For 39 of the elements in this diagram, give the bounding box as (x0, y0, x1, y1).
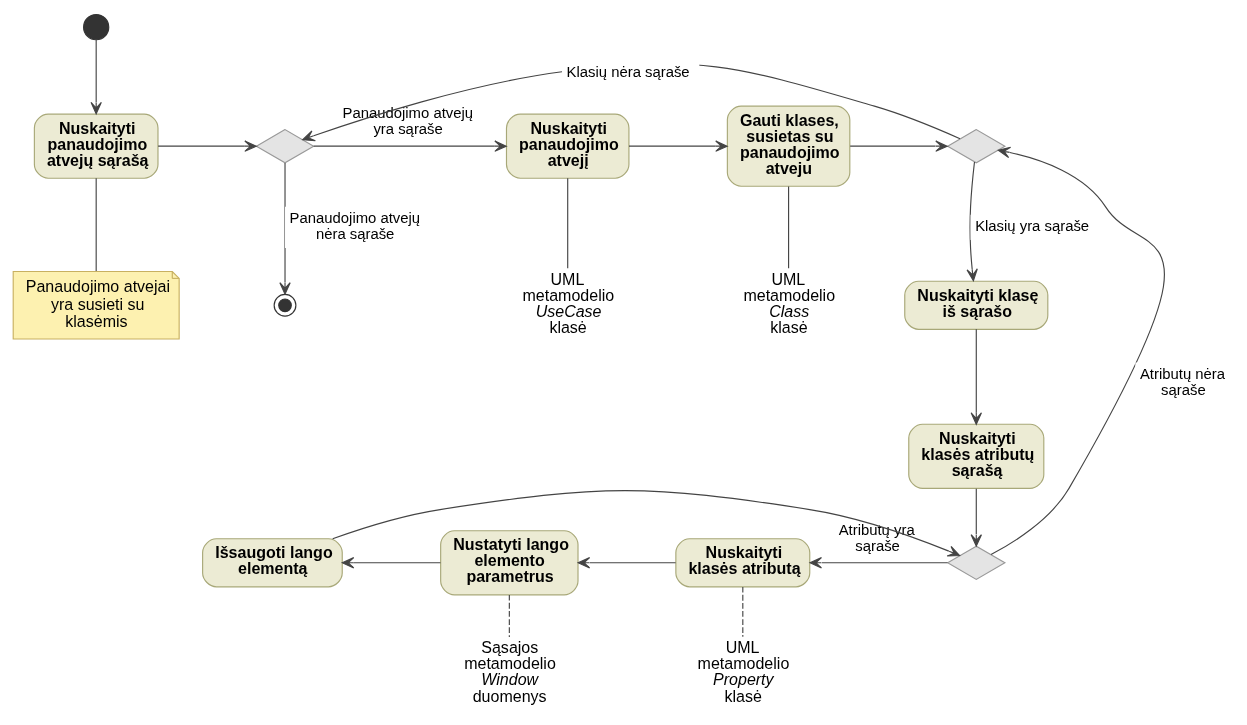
connector (95, 177, 97, 272)
arrow (970, 328, 982, 425)
connector (508, 594, 510, 638)
arrow (809, 557, 949, 569)
arrow (628, 140, 728, 152)
arrow (341, 557, 442, 569)
arrow (279, 162, 291, 295)
node-text: UML metamodelio UseCase klasė (522, 269, 615, 336)
edge-label: Atributų yra sąraše (838, 521, 915, 554)
edge-label: Klasių nėra sąraše (566, 63, 690, 80)
node-box: Nuskaityti klasės atributą (675, 538, 811, 588)
node-box: Nuskaityti klasės atributų sąrašą (908, 423, 1045, 489)
arrow (90, 39, 102, 115)
arrow (332, 490, 961, 557)
node-circle (273, 293, 297, 317)
node-box: Gauti klases, susietas su panaudojimo atveju (726, 105, 851, 187)
arrow (990, 146, 1165, 556)
edge-label: Panaudojimo atvejų nėra sąraše (289, 210, 421, 243)
node-box: Nuskaityti panaudojimo atvejį (505, 113, 630, 179)
connector (567, 177, 569, 269)
connector (742, 586, 744, 638)
node-box: Nuskaityti klasę iš sąrašo (904, 280, 1049, 330)
node-text: Sąsajos metamodelio Window duomenys (464, 638, 556, 705)
node-text: UML metamodelio Class klasė (743, 269, 836, 336)
arrow (577, 557, 677, 569)
arrow (157, 140, 257, 152)
arrow (849, 140, 948, 152)
arrow (970, 488, 982, 547)
node-diamond (946, 128, 1007, 164)
edge-label: Klasių yra sąraše (975, 218, 1090, 235)
connector (788, 185, 790, 269)
node-circle (83, 14, 110, 41)
node-box: Nustatyti lango elemento parametrus (440, 530, 579, 596)
arrow (313, 140, 507, 152)
node-text: UML metamodelio Property klasė (697, 638, 790, 705)
edge-label: Atributų nėra sąraše (1139, 365, 1226, 398)
arrow (966, 161, 978, 282)
node-box: Išsaugoti lango elementą (202, 538, 343, 588)
node-box: Nuskaityti panaudojimo atvejų sąrašą (33, 113, 159, 179)
